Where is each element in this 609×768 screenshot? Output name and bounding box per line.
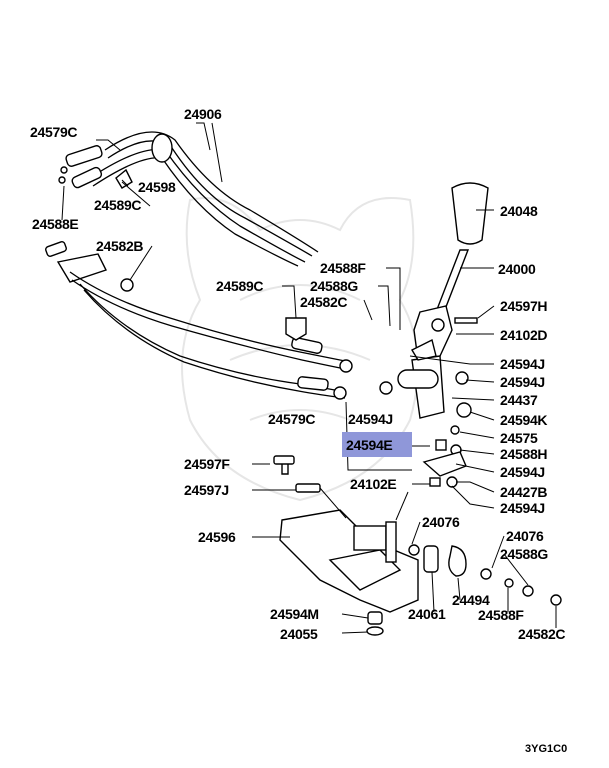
label-24594E: 24594E: [346, 437, 392, 453]
label-24594K: 24594K: [500, 412, 547, 428]
label-24579C-top: 24579C: [30, 124, 77, 140]
label-24597H: 24597H: [500, 298, 547, 314]
diagram-code: 3YG1C0: [525, 743, 567, 755]
label-24597J: 24597J: [184, 482, 229, 498]
label-24055: 24055: [280, 626, 318, 642]
label-24061: 24061: [408, 606, 446, 622]
label-24598: 24598: [138, 179, 176, 195]
label-24102E: 24102E: [350, 476, 396, 492]
highlight-box: [342, 432, 412, 457]
label-24588G-top: 24588G: [310, 278, 358, 294]
label-24582C-bot: 24582C: [518, 626, 565, 642]
label-24575: 24575: [500, 430, 538, 446]
label-24582C-top: 24582C: [300, 294, 347, 310]
label-24588F-top: 24588F: [320, 260, 366, 276]
label-24579C-mid: 24579C: [268, 411, 315, 427]
label-24588E: 24588E: [32, 216, 78, 232]
label-24582B: 24582B: [96, 238, 143, 254]
shift-lever-assembly: [379, 182, 489, 488]
label-24000: 24000: [498, 261, 536, 277]
label-24588F-bot: 24588F: [478, 607, 524, 623]
label-24594J-mid: 24594J: [348, 411, 393, 427]
label-24588G-bot: 24588G: [500, 546, 548, 562]
label-24589C-top: 24589C: [94, 197, 141, 213]
label-24048: 24048: [500, 203, 538, 219]
select-cables: [45, 241, 353, 400]
part-labels: 24579C 24906 24598 24589C 24588E 24582B …: [30, 106, 566, 642]
label-24589C-mid: 24589C: [216, 278, 263, 294]
label-24588H: 24588H: [500, 446, 547, 462]
label-24076-b: 24076: [506, 528, 544, 544]
label-24906: 24906: [184, 106, 222, 122]
label-24597F: 24597F: [184, 456, 230, 472]
leader-lines: [61, 122, 557, 634]
label-24594J-3: 24594J: [500, 464, 545, 480]
label-24427B: 24427B: [500, 484, 547, 500]
label-24594J-2: 24594J: [500, 374, 545, 390]
label-24437: 24437: [500, 392, 538, 408]
label-24594M: 24594M: [270, 606, 319, 622]
label-24594J-1: 24594J: [500, 356, 545, 372]
label-24594J-4: 24594J: [500, 500, 545, 516]
shifter-base-plate: [273, 455, 562, 636]
shift-cable-assembly: [58, 131, 319, 267]
label-24076-a: 24076: [422, 514, 460, 530]
label-24102D: 24102D: [500, 327, 547, 343]
label-24494: 24494: [452, 592, 490, 608]
label-24596: 24596: [198, 529, 236, 545]
